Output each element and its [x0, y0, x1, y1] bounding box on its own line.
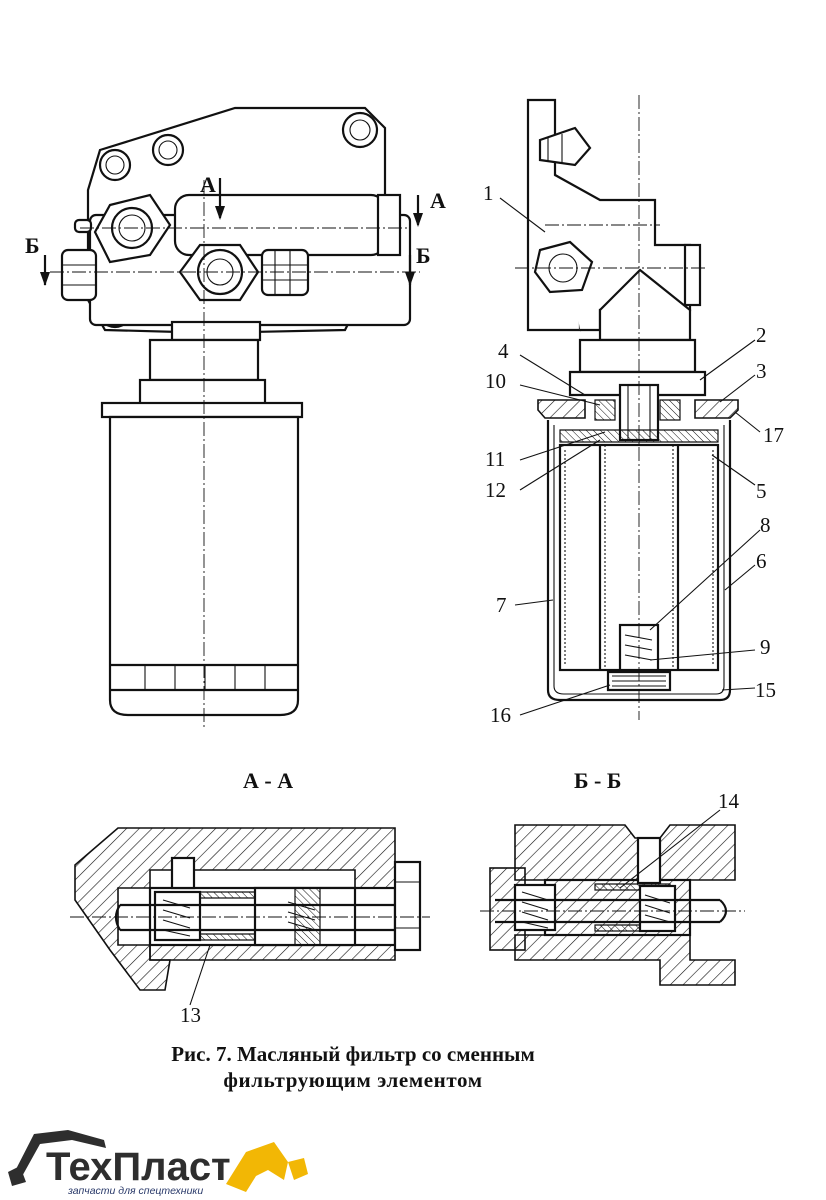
excavator-arm-icon [8, 1130, 308, 1192]
callout-13: 13 [180, 1003, 201, 1027]
callout-6: 6 [756, 549, 767, 573]
callout-16: 16 [490, 703, 511, 727]
callout-14: 14 [718, 789, 740, 813]
section-title-aa: А - А [243, 768, 293, 793]
front-view: А А Б Б [25, 106, 446, 730]
brand-name: ТехПласт [46, 1145, 231, 1189]
figure-caption-line2: фильтрующим элементом [223, 1068, 483, 1092]
callout-10: 10 [485, 369, 506, 393]
callout-9: 9 [760, 635, 771, 659]
callout-11: 11 [485, 447, 505, 471]
callout-12: 12 [485, 478, 506, 502]
callout-1: 1 [483, 181, 494, 205]
callout-15: 15 [755, 678, 776, 702]
callout-8: 8 [760, 513, 771, 537]
brand-logo: ТехПласт запчасти для спецтехники [8, 1130, 308, 1197]
section-mark-b-right: Б [416, 243, 431, 268]
section-mark-a-right: А [430, 188, 446, 213]
callout-3: 3 [756, 359, 767, 383]
brand-tagline: запчасти для спецтехники [67, 1185, 203, 1197]
callout-7: 7 [496, 593, 507, 617]
section-b-b: Б - Б 14 [480, 768, 745, 986]
section-view: 1 2 3 4 5 6 7 8 9 10 11 12 15 16 17 [483, 95, 784, 727]
section-title-bb: Б - Б [574, 768, 621, 793]
figure-caption-line1: Рис. 7. Масляный фильтр со сменным [171, 1042, 535, 1066]
callout-17: 17 [763, 423, 784, 447]
section-mark-b-left: Б [25, 233, 40, 258]
callout-4: 4 [498, 339, 509, 363]
callout-5: 5 [756, 479, 767, 503]
section-a-a: А - А 13 [70, 768, 430, 1027]
section-mark-a-left: А [200, 172, 216, 197]
callout-2: 2 [756, 323, 767, 347]
